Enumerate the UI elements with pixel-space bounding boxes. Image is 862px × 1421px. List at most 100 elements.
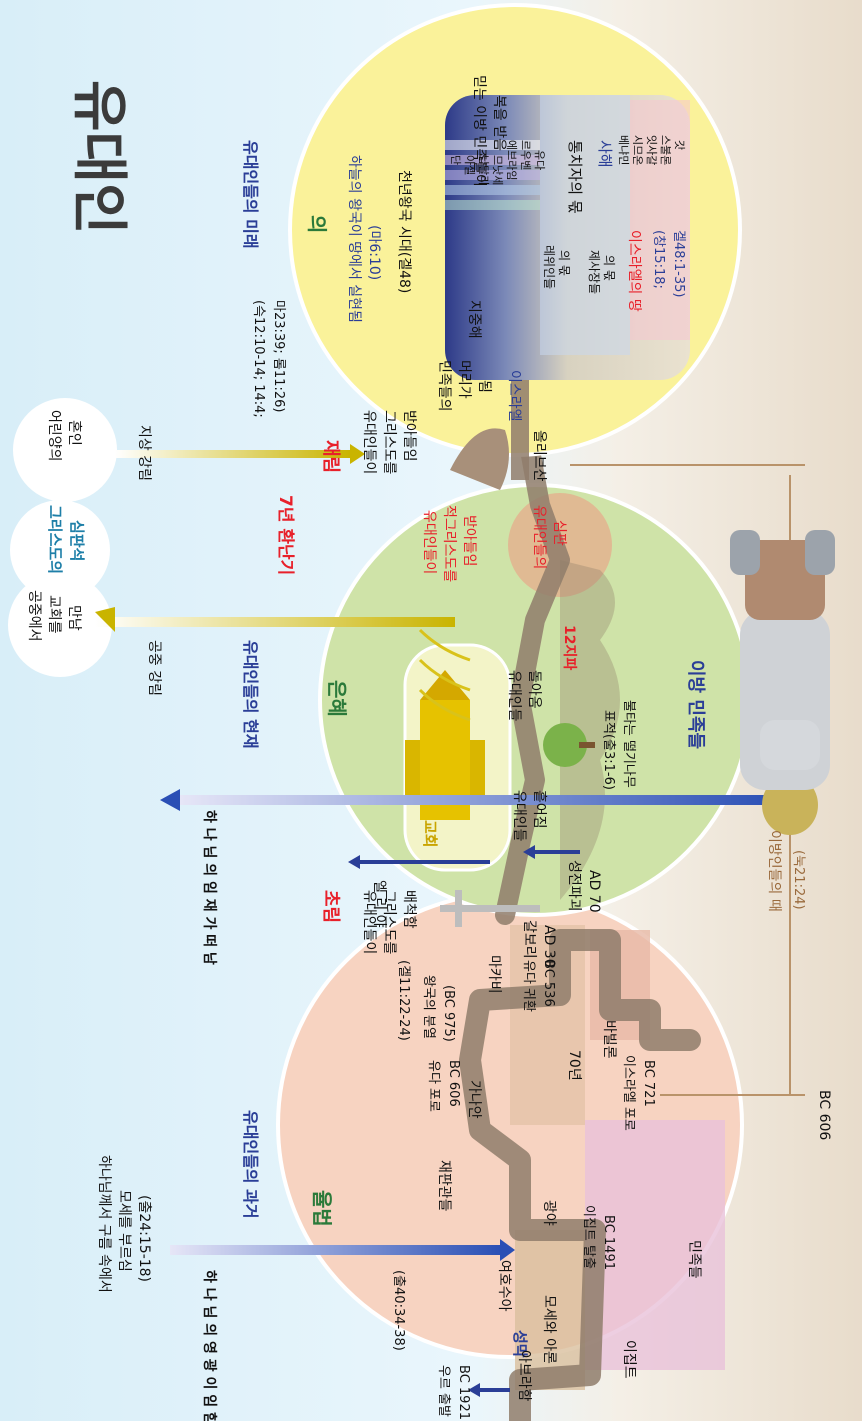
glory-out-arrow	[180, 795, 780, 805]
tribe-asher: 아셀	[463, 155, 476, 175]
wilderness-band	[515, 1230, 585, 1390]
meet-in-air-line1: 공중에서	[26, 590, 42, 642]
land-of-israel-label: 이스라엘의 땅	[626, 230, 642, 312]
god-called-line3: (출24:15-18)	[136, 1195, 152, 1282]
temple-arrow	[535, 850, 580, 854]
first-coming-label: 초림	[320, 890, 341, 923]
lamb-marriage-line2: 혼인	[66, 420, 82, 446]
rapture-arrows	[418, 628, 471, 722]
israel-label: 이스라엘	[506, 370, 522, 422]
rapture-arrow	[95, 617, 455, 627]
tribulation-label: 7년 환난기	[275, 495, 295, 575]
egypt-label: 이집트	[621, 1340, 637, 1379]
mediterranean-char-3: 해	[466, 326, 482, 339]
tribe-zebulun: 스불론	[659, 135, 672, 165]
descent-label: 지상 강림	[136, 425, 152, 481]
judgment-jews-line1: 유대인들의	[531, 505, 547, 569]
future-title: 유대인들의 미래	[241, 140, 260, 249]
tribe-simeon: 시므온	[631, 135, 644, 165]
levites-line1: 레위인들	[542, 245, 556, 289]
elijah-label: 엘 리 야	[371, 880, 387, 928]
received-antichrist-line2: 적그리스도를	[441, 505, 457, 582]
dead-sea-label: 사해	[596, 140, 614, 168]
wilderness-label: 광야	[541, 1200, 557, 1226]
canaan-label: 가나안	[466, 1080, 482, 1119]
head-of-nations-line2: 머리가	[456, 360, 472, 399]
descent-arrow	[115, 450, 350, 458]
calvary-label: 갈보리	[521, 920, 537, 959]
ur-arrow	[480, 1388, 510, 1392]
rejected-christ-line3: 배척함	[401, 890, 417, 929]
glory-in-arrow	[170, 1245, 500, 1255]
received-christ-line1: 유대인들이	[361, 410, 377, 474]
kingdom-verse-line2: (마6:10)	[366, 225, 382, 280]
present-section	[318, 440, 752, 925]
priests-line1: 제사장들	[587, 250, 601, 294]
present-title: 유대인들의 현재	[241, 640, 260, 749]
tribe-benjamin: 베냐민	[617, 135, 630, 165]
tribe-reuben: 르우벤	[519, 140, 532, 170]
exodus-line1: 이집트 탈출	[581, 1205, 596, 1269]
tribe-ephraim: 에브라임	[505, 140, 518, 180]
judgment-seat-line2: 심판석	[68, 520, 86, 561]
jews-scattered-line1: 유대인들	[511, 790, 527, 842]
moses-aaron-label: 모세와 아론	[541, 1295, 557, 1364]
mount-olives-label: 올리브산	[531, 430, 547, 482]
received-christ-line2: 그리스도를	[381, 410, 397, 475]
past-section	[276, 891, 744, 1421]
bc606-label: BC 606	[816, 1090, 832, 1140]
zech-ref-line1: (슥12:10-14; 14:4;	[251, 300, 266, 418]
tribe-naphtali: 납달리	[477, 155, 490, 185]
zech-ref-line2: 마23:39; 롬11:26)	[271, 300, 286, 412]
god-called-line1: 하나님께서 구름 속에서	[96, 1155, 112, 1293]
israel-captivity-line2: BC 721	[641, 1060, 656, 1107]
judgment-seat-line1: 그리스도의	[46, 505, 64, 574]
glory-in-ref: (출40:34-38)	[391, 1270, 406, 1351]
fig-sign-label: 표적(출3:1-6)	[601, 710, 616, 790]
glory-out-ref: (겔11:22-24)	[396, 960, 411, 1041]
second-coming-label: 재림	[320, 440, 341, 473]
levites-line2: 의 몫	[557, 250, 571, 276]
scatter-area	[560, 560, 620, 900]
future-subtitle: 의	[305, 215, 329, 233]
land-ref-line1: (창15:18;	[651, 230, 666, 289]
timeline-arrows	[95, 444, 780, 1397]
tribe-stripes	[445, 95, 690, 355]
land-ref-line2: 겔48:1-35)	[671, 230, 686, 297]
past-title: 유대인들의 과거	[241, 1110, 260, 1219]
abraham-label: 아브라함	[516, 1350, 532, 1402]
desert-label: 성막	[511, 1330, 529, 1358]
god-called-line2: 모세를 부르심	[116, 1190, 132, 1272]
exodus-line2: BC 1491	[601, 1215, 616, 1270]
egypt-band	[585, 1120, 725, 1370]
history-path-present	[495, 440, 570, 925]
mediterranean-char-1: 지	[466, 300, 482, 313]
priests-line2: 의 몫	[602, 255, 616, 281]
kingdom-split-line2: (BC 975)	[441, 985, 456, 1042]
twelve-tribes-label: 12지파	[561, 625, 577, 670]
tribe-manasseh: 므낫세	[491, 155, 504, 185]
history-path-past	[459, 929, 701, 1421]
judah-return-line2: BC 536	[541, 960, 556, 1007]
lamb-marriage-line1: 어린양의	[46, 410, 62, 462]
rapture-label: 공중 강림	[146, 640, 162, 696]
maccabees-label: 마카비	[486, 955, 502, 994]
cloud-lamb-marriage	[13, 398, 117, 502]
mediterranean-char-2: 중	[466, 313, 482, 326]
rejected-christ-line1: 유대인들이	[361, 890, 377, 954]
elijah-arrow	[360, 860, 490, 864]
received-christ-line3: 받아들임	[401, 410, 417, 462]
past-subtitle: 율법	[310, 1190, 334, 1227]
glory-out-label: 하 나 님 의 임 재 가 떠 남	[201, 810, 218, 965]
judah-return-line1: 유다 귀환	[521, 960, 536, 1012]
ur-line1: 우르 출발	[436, 1365, 451, 1417]
received-antichrist-line1: 유대인들이	[421, 510, 437, 574]
received-antichrist-line3: 받아들임	[461, 515, 477, 567]
canaan-band	[510, 925, 585, 1125]
cloud-judgment-seat	[10, 500, 110, 600]
tribe-issachar: 잇사갈	[645, 135, 659, 165]
luke-ref-label: (눅21:24)	[791, 850, 806, 910]
burning-bush-label: 불타는 떨기나무	[621, 700, 636, 788]
babylon-label: 바빌론	[601, 1020, 617, 1059]
